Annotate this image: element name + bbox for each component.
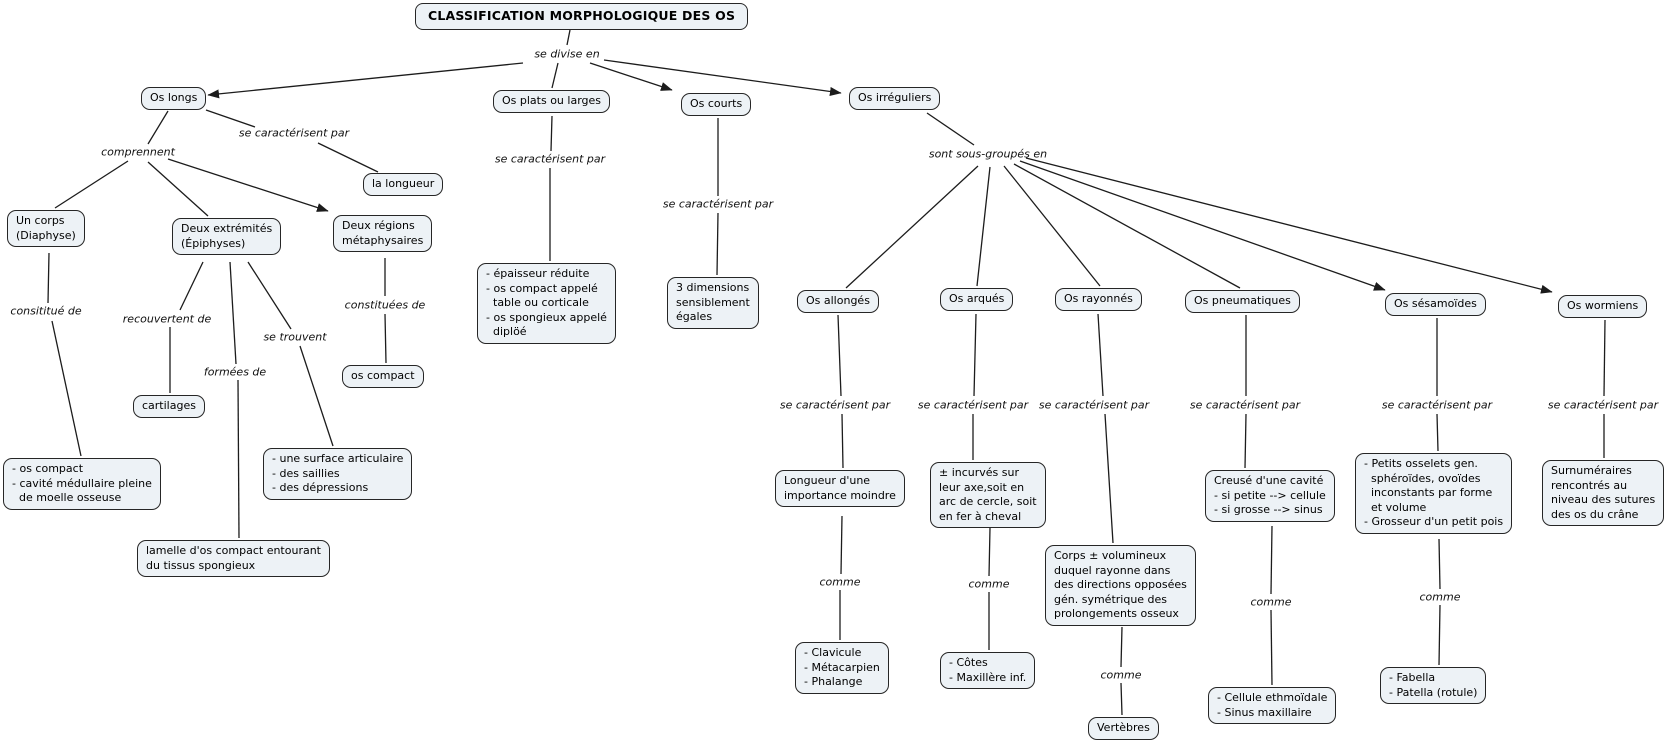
link-label-comme-rayonnes: comme bbox=[1100, 668, 1142, 682]
link-label-se-caracterisent-sesamoides: se caractérisent par bbox=[1381, 398, 1493, 412]
link-label-se-caracterisent-plats: se caractérisent par bbox=[494, 152, 606, 166]
link-label-se-trouvent: se trouvent bbox=[263, 330, 327, 344]
node-os-compact[interactable]: os compact bbox=[342, 365, 424, 388]
node-rayonnes-caracteristiques[interactable]: Corps ± volumineux duquel rayonne dans d… bbox=[1045, 545, 1196, 626]
link-label-se-caracterisent-rayonnes: se caractérisent par bbox=[1038, 398, 1150, 412]
link-label-se-caracterisent-allonges: se caractérisent par bbox=[779, 398, 891, 412]
page-title: CLASSIFICATION MORPHOLOGIQUE DES OS bbox=[415, 3, 749, 30]
node-cartilages[interactable]: cartilages bbox=[133, 395, 205, 418]
link-label-comme-sesamoides: comme bbox=[1419, 590, 1461, 604]
node-deux-extremites[interactable]: Deux extrémités (Épiphyses) bbox=[172, 218, 282, 256]
node-un-corps[interactable]: Un corps (Diaphyse) bbox=[7, 210, 85, 248]
link-label-consititue-de: consititué de bbox=[10, 304, 82, 318]
node-os-plats[interactable]: Os plats ou larges bbox=[493, 90, 611, 113]
node-diaphyse-constitution[interactable]: - os compact - cavité médullaire pleine … bbox=[3, 458, 161, 510]
node-lamelle[interactable]: lamelle d'os compact entourant du tissus… bbox=[137, 540, 330, 578]
node-sesamoides-caracteristiques[interactable]: - Petits osselets gen. sphéroïdes, ovoïd… bbox=[1355, 453, 1513, 534]
node-os-longs[interactable]: Os longs bbox=[141, 87, 207, 110]
link-label-se-caracterisent-longs: se caractérisent par bbox=[238, 126, 350, 140]
node-allonges-caracteristiques[interactable]: Longueur d'une importance moindre bbox=[775, 470, 905, 508]
link-label-se-caracterisent-courts: se caractérisent par bbox=[662, 197, 774, 211]
link-label-se-caracterisent-pneumatiques: se caractérisent par bbox=[1189, 398, 1301, 412]
link-label-se-caracterisent-arques: se caractérisent par bbox=[917, 398, 1029, 412]
link-label-se-caracterisent-wormiens: se caractérisent par bbox=[1547, 398, 1659, 412]
link-label-comprennent: comprennent bbox=[101, 145, 175, 159]
node-epiphyses-reliefs[interactable]: - une surface articulaire - des saillies… bbox=[263, 448, 413, 500]
link-label-comme-allonges: comme bbox=[819, 575, 861, 589]
node-courts-caracteristiques[interactable]: 3 dimensions sensiblement égales bbox=[667, 277, 759, 329]
link-label-constituees-de: constituées de bbox=[344, 298, 426, 312]
node-os-courts[interactable]: Os courts bbox=[681, 93, 752, 116]
node-pneumatiques-exemples[interactable]: - Cellule ethmoïdale - Sinus maxillaire bbox=[1208, 687, 1337, 725]
link-label-comme-pneumatiques: comme bbox=[1250, 595, 1292, 609]
link-label-comme-arques: comme bbox=[968, 577, 1010, 591]
link-label-se-divise-en: se divise en bbox=[534, 47, 600, 61]
node-os-sesamoides[interactable]: Os sésamoïdes bbox=[1385, 293, 1486, 316]
node-sesamoides-exemples[interactable]: - Fabella - Patella (rotule) bbox=[1380, 667, 1487, 705]
node-deux-regions[interactable]: Deux régions métaphysaires bbox=[333, 215, 433, 253]
node-os-irreguliers[interactable]: Os irréguliers bbox=[849, 87, 941, 110]
link-label-sont-sous-groupes-en: sont sous-groupés en bbox=[928, 147, 1048, 161]
node-allonges-exemples[interactable]: - Clavicule - Métacarpien - Phalange bbox=[795, 642, 889, 694]
node-os-arques[interactable]: Os arqués bbox=[940, 288, 1014, 311]
node-wormiens-caracteristiques[interactable]: Surnuméraires rencontrés au niveau des s… bbox=[1542, 460, 1665, 527]
link-label-formees-de: formées de bbox=[203, 365, 267, 379]
node-pneumatiques-caracteristiques[interactable]: Creusé d'une cavité - si petite --> cell… bbox=[1205, 470, 1335, 522]
link-label-recouvertent-de: recouvertent de bbox=[122, 312, 212, 326]
node-rayonnes-exemples[interactable]: Vertèbres bbox=[1088, 717, 1159, 740]
node-la-longueur[interactable]: la longueur bbox=[363, 173, 444, 196]
node-os-allonges[interactable]: Os allongés bbox=[797, 290, 879, 313]
node-os-wormiens[interactable]: Os wormiens bbox=[1558, 295, 1648, 318]
node-arques-exemples[interactable]: - Côtes - Maxillère inf. bbox=[940, 652, 1036, 690]
node-arques-caracteristiques[interactable]: ± incurvés sur leur axe,soit en arc de c… bbox=[930, 462, 1046, 529]
node-os-pneumatiques[interactable]: Os pneumatiques bbox=[1185, 290, 1300, 313]
node-os-rayonnes[interactable]: Os rayonnés bbox=[1055, 288, 1142, 311]
node-plats-caracteristiques[interactable]: - épaisseur réduite - os compact appelé … bbox=[477, 263, 616, 344]
